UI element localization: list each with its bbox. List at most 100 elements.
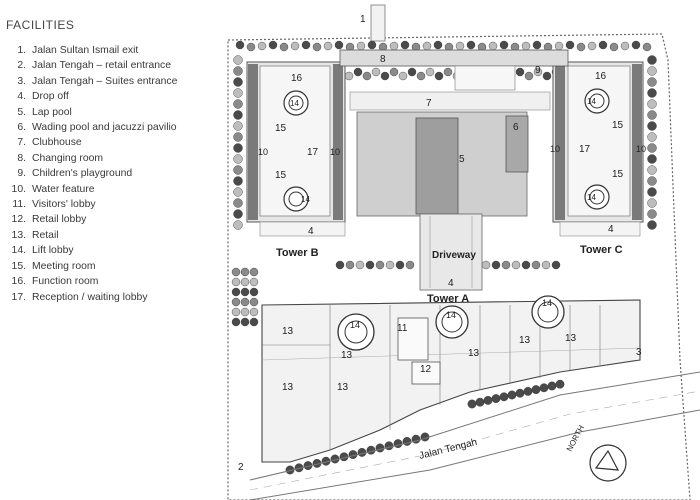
playground-area	[454, 65, 516, 91]
marker-7: 7	[426, 98, 432, 109]
tree-icon	[235, 40, 245, 50]
tree-icon	[240, 297, 250, 307]
tree-icon	[647, 132, 657, 142]
tree-icon	[345, 260, 355, 270]
tree-icon	[249, 267, 259, 277]
marker-13-1: 13	[282, 326, 294, 337]
tree-icon	[400, 40, 410, 50]
tree-icon	[366, 445, 376, 455]
legend-item: 1.Jalan Sultan Ismail exit	[17, 45, 139, 56]
tree-icon	[532, 40, 542, 50]
legend-item: 13.Retail	[11, 229, 59, 241]
tree-icon	[551, 260, 561, 270]
marker-15-b2: 15	[275, 170, 287, 181]
marker-13-2: 13	[282, 382, 294, 393]
tree-icon	[362, 71, 372, 81]
marker-9: 9	[535, 65, 541, 76]
marker-13-4: 13	[341, 350, 353, 361]
marker-13-7: 13	[565, 333, 577, 344]
tree-icon	[249, 297, 259, 307]
tower-b-block	[246, 61, 346, 237]
tree-icon	[380, 71, 390, 81]
tree-icon	[554, 41, 564, 51]
tree-icon	[443, 67, 453, 77]
tree-icon	[499, 40, 509, 50]
marker-14-a3: 14	[542, 298, 552, 308]
marker-14-a1: 14	[350, 320, 360, 330]
tree-icon	[233, 99, 243, 109]
tree-icon	[402, 436, 412, 446]
tree-icon	[335, 260, 345, 270]
tree-icon	[647, 121, 657, 131]
marker-16-c: 16	[595, 71, 607, 82]
marker-6: 6	[513, 122, 519, 133]
wading-pool	[505, 115, 529, 173]
tree-icon	[466, 40, 476, 50]
tree-icon	[515, 388, 525, 398]
tree-icon	[334, 40, 344, 50]
tree-icon	[647, 198, 657, 208]
tree-icon	[240, 307, 250, 317]
tree-icon	[507, 390, 517, 400]
marker-12: 12	[420, 364, 432, 375]
legend-item: 7.Clubhouse	[17, 137, 82, 149]
tree-icon	[647, 209, 657, 219]
tree-icon	[233, 165, 243, 175]
tree-icon	[268, 40, 278, 50]
tree-icon	[231, 297, 241, 307]
tree-icon	[524, 71, 534, 81]
tree-icon	[433, 40, 443, 50]
tree-icon	[483, 395, 493, 405]
marker-10-c2: 10	[636, 144, 646, 154]
tree-icon	[539, 383, 549, 393]
tree-icon	[323, 41, 333, 51]
tree-icon	[233, 132, 243, 142]
tree-icon	[587, 41, 597, 51]
tree-icon	[531, 260, 541, 270]
marker-2: 2	[238, 462, 244, 473]
marker-11: 11	[397, 323, 408, 334]
tree-icon	[609, 42, 619, 52]
north-arrow-icon: NORTH	[565, 424, 627, 482]
tree-icon	[231, 277, 241, 287]
tree-icon	[647, 88, 657, 98]
marker-16-b: 16	[291, 73, 303, 84]
marker-14-a2: 14	[446, 310, 456, 320]
tree-icon	[422, 41, 432, 51]
marker-4-c: 4	[608, 224, 614, 235]
legend-item: 9.Children's playground	[17, 168, 133, 180]
tree-icon	[631, 40, 641, 50]
tree-icon	[249, 307, 259, 317]
marker-14-c1: 14	[587, 97, 596, 106]
tree-icon	[425, 67, 435, 77]
tree-icon	[647, 154, 657, 164]
tree-icon	[357, 447, 367, 457]
tree-icon	[531, 385, 541, 394]
tree-icon	[533, 67, 543, 77]
tree-icon	[620, 41, 630, 51]
tree-icon	[233, 176, 243, 186]
tree-icon	[233, 66, 243, 76]
tower-b-label: Tower B	[276, 247, 319, 259]
marker-10-b2: 10	[330, 147, 340, 157]
tower-c-block	[552, 61, 644, 237]
tree-icon	[375, 260, 385, 270]
tree-icon	[233, 198, 243, 208]
road-jalan-tengah	[249, 371, 700, 500]
marker-15-c2: 15	[612, 169, 624, 180]
marker-14-c2: 14	[587, 193, 596, 202]
marker-13-6: 13	[519, 335, 531, 346]
tree-icon	[233, 121, 243, 131]
tree-icon	[371, 67, 381, 77]
facilities-legend: FACILITIES 1.Jalan Sultan Ismail exit 2.…	[6, 18, 221, 305]
tree-icon	[491, 394, 501, 403]
tree-icon	[375, 443, 385, 453]
tree-icon	[393, 439, 403, 448]
tree-icon	[405, 260, 415, 270]
tree-icon	[231, 287, 241, 297]
tree-icon	[385, 260, 395, 270]
legend-item: 2.Jalan Tengah – retail entrance	[17, 60, 172, 72]
tree-icon	[356, 41, 366, 51]
tree-icon	[344, 71, 354, 81]
tower-a-label: Tower A	[427, 293, 469, 305]
